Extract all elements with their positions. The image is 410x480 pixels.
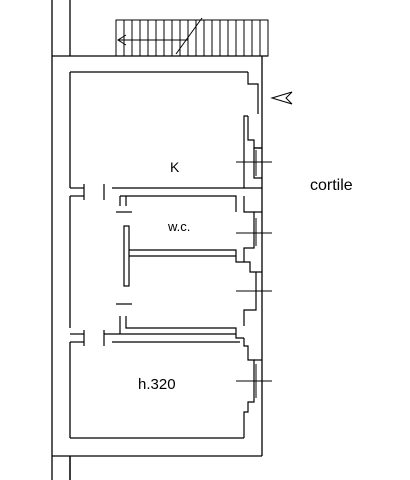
staircase (115, 17, 269, 57)
entrance-arrow-icon (270, 91, 293, 105)
courtyard-label: cortile (310, 177, 353, 194)
right-wall-windows (243, 72, 262, 438)
room-label-main: h.320 (138, 376, 176, 393)
room-label-wc: w.c. (167, 219, 190, 234)
outer-walls (51, 56, 263, 480)
window-markers (236, 150, 272, 398)
internal-partitions (70, 184, 244, 346)
room-label-kitchen: K (170, 159, 180, 175)
outer-wall-bottom (51, 456, 71, 480)
